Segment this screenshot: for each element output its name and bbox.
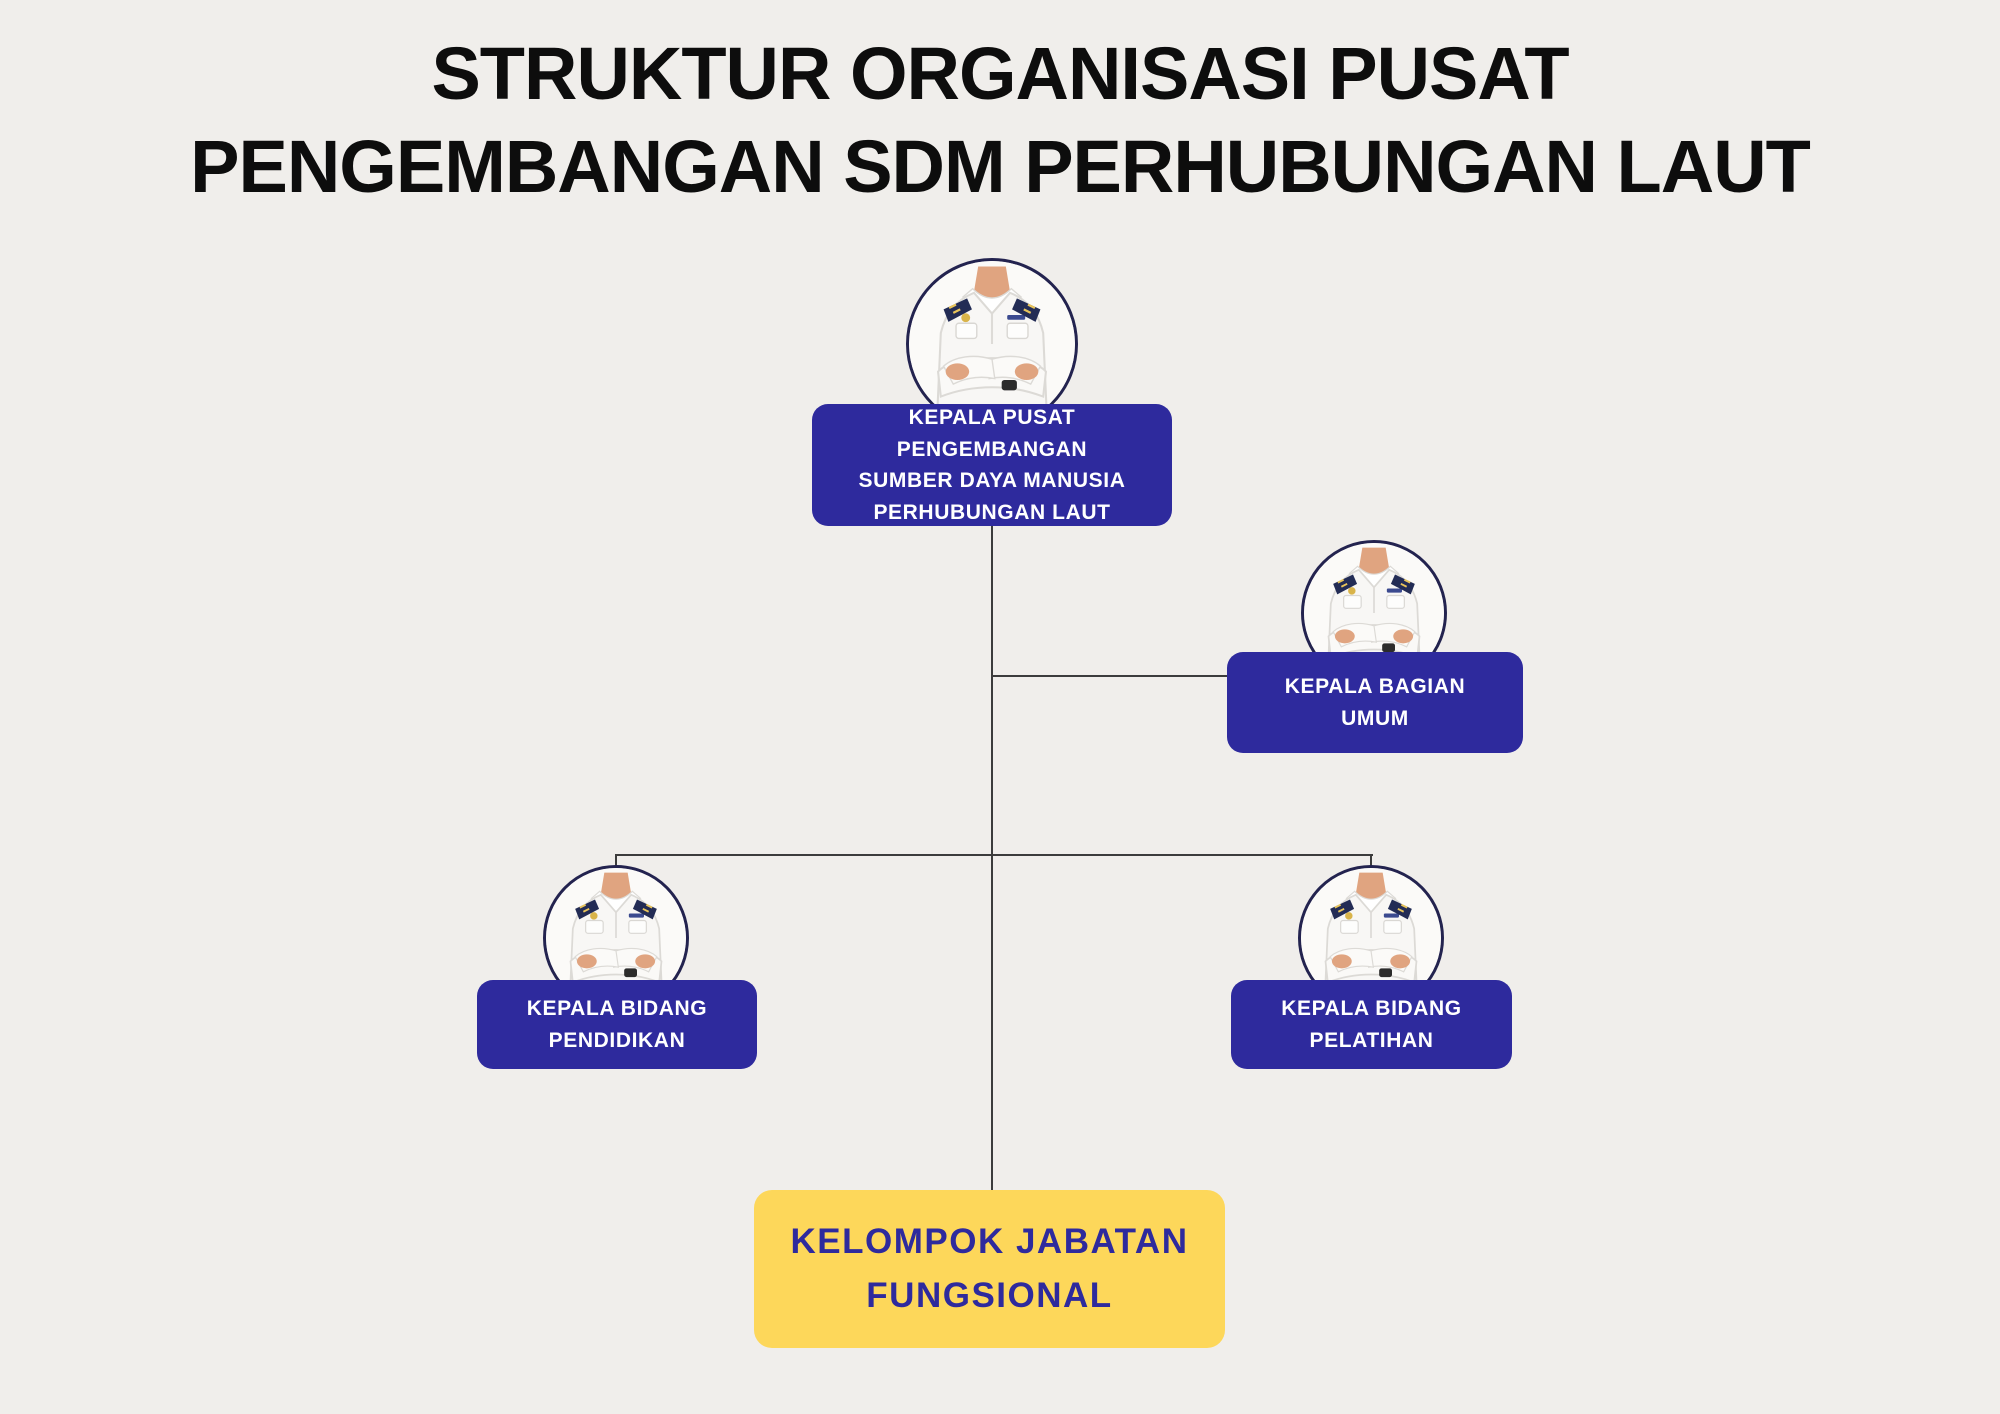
org-node-kepala-bidang-pendidikan-line-1: KEPALA BIDANG: [526, 997, 708, 1020]
page-title-line-2: PENGEMBANGAN SDM PERHUBUNGAN LAUT: [190, 124, 1811, 208]
connector-branch-bidang: [615, 854, 1373, 856]
org-node-kelompok-jabatan-fungsional: KELOMPOK JABATAN FUNGSIONAL: [754, 1190, 1225, 1348]
org-node-kepala-bidang-pendidikan-line-2: PENDIDIKAN: [548, 1028, 686, 1052]
connector-branch-bagian-umum: [991, 675, 1306, 677]
org-node-fungsional-line-1: KELOMPOK JABATAN: [790, 1221, 1189, 1261]
page-title-line-1: STRUKTUR ORGANISASI PUSAT: [431, 32, 1569, 115]
officer-avatar-kepala-pusat: [906, 258, 1078, 430]
org-node-kepala-pusat: KEPALA PUSAT PENGEMBANGAN SUMBER DAYA MA…: [812, 404, 1172, 526]
org-node-kepala-pusat-line-1: KEPALA PUSAT PENGEMBANGAN: [896, 406, 1088, 461]
org-node-kepala-bidang-pelatihan: KEPALA BIDANG PELATIHAN: [1231, 980, 1512, 1069]
page-title: STRUKTUR ORGANISASI PUSAT PENGEMBANGAN S…: [0, 28, 2000, 213]
org-node-kepala-bidang-pendidikan: KEPALA BIDANG PENDIDIKAN: [477, 980, 757, 1069]
org-node-kepala-pusat-line-3: PERHUBUNGAN LAUT: [873, 500, 1111, 524]
org-node-kepala-bagian-umum: KEPALA BAGIAN UMUM: [1227, 652, 1523, 753]
org-node-kepala-bagian-umum-line-2: UMUM: [1341, 706, 1409, 730]
connector-spine-vertical: [991, 524, 993, 1192]
org-node-kepala-bidang-pelatihan-line-1: KEPALA BIDANG: [1281, 997, 1462, 1020]
org-node-fungsional-line-2: FUNGSIONAL: [866, 1276, 1113, 1315]
org-node-kepala-pusat-line-2: SUMBER DAYA MANUSIA: [858, 469, 1126, 492]
org-node-kepala-bidang-pelatihan-line-2: PELATIHAN: [1309, 1028, 1434, 1052]
org-node-kepala-bagian-umum-line-1: KEPALA BAGIAN: [1284, 675, 1466, 698]
